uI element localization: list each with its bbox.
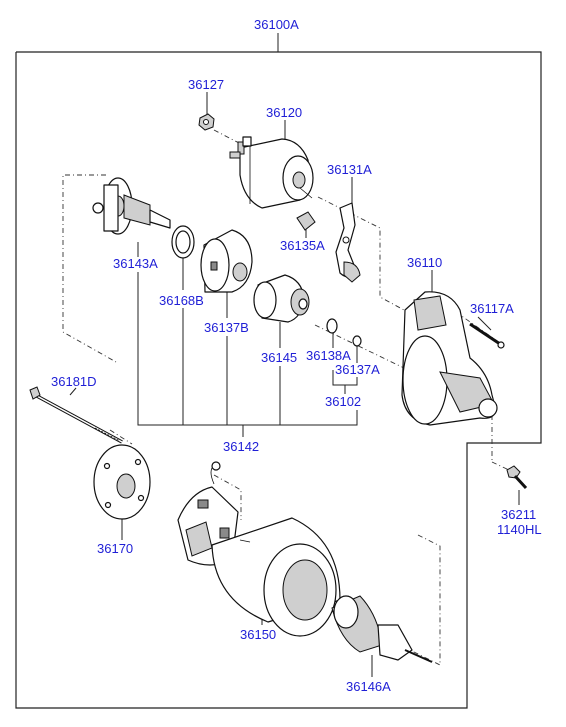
part-label-36137A[interactable]: 36137A <box>335 362 380 377</box>
drive-shaft-36143A-drawing <box>92 177 171 235</box>
part-label-36117A[interactable]: 36117A <box>470 301 514 316</box>
armature-36146A-drawing <box>331 595 433 663</box>
part-label-36168B[interactable]: 36168B <box>159 293 204 308</box>
part-label-36131A[interactable]: 36131A <box>327 162 372 177</box>
part-label-36127[interactable]: 36127 <box>188 77 224 92</box>
part-label-36143A[interactable]: 36143A <box>113 256 158 271</box>
screw-36117A-drawing <box>469 322 505 349</box>
part-label-36181D[interactable]: 36181D <box>51 374 97 389</box>
assembly-label-36100A[interactable]: 36100A <box>254 17 299 32</box>
bolt-36211-drawing <box>506 465 528 490</box>
nut-36127-drawing <box>198 113 215 131</box>
part-label-36137B[interactable]: 36137B <box>204 320 249 335</box>
part-label-36150[interactable]: 36150 <box>240 627 276 642</box>
yoke-36150-drawing <box>211 517 341 637</box>
part-label-36211[interactable]: 36211 <box>501 507 536 522</box>
part-label-36110[interactable]: 36110 <box>407 255 442 270</box>
assembly-frame <box>15 33 542 709</box>
part-label-36142[interactable]: 36142 <box>223 439 259 454</box>
plunger-36135A-drawing <box>296 211 316 231</box>
rear-bracket-36170-drawing <box>93 444 151 520</box>
through-bolt-36181D-drawing <box>29 386 123 444</box>
rings-36138A-36137A-drawing <box>326 318 362 347</box>
part-label-36102[interactable]: 36102 <box>325 394 361 409</box>
solenoid-switch-36120-drawing <box>229 136 314 209</box>
pinion-36145-drawing <box>253 274 310 323</box>
washer-36168B-drawing <box>171 225 195 259</box>
part-label-36138A[interactable]: 36138A <box>306 348 351 363</box>
clutch-36137B-drawing <box>200 229 253 293</box>
part-label-36146A[interactable]: 36146A <box>346 679 391 694</box>
front-housing-36110-drawing <box>401 291 498 426</box>
lever-36131A-drawing <box>335 202 361 283</box>
part-label-1140HL[interactable]: 1140HL <box>497 522 542 537</box>
part-label-36145[interactable]: 36145 <box>261 350 297 365</box>
part-label-36135A[interactable]: 36135A <box>280 238 325 253</box>
part-label-36120[interactable]: 36120 <box>266 105 302 120</box>
part-label-36170[interactable]: 36170 <box>97 541 133 556</box>
